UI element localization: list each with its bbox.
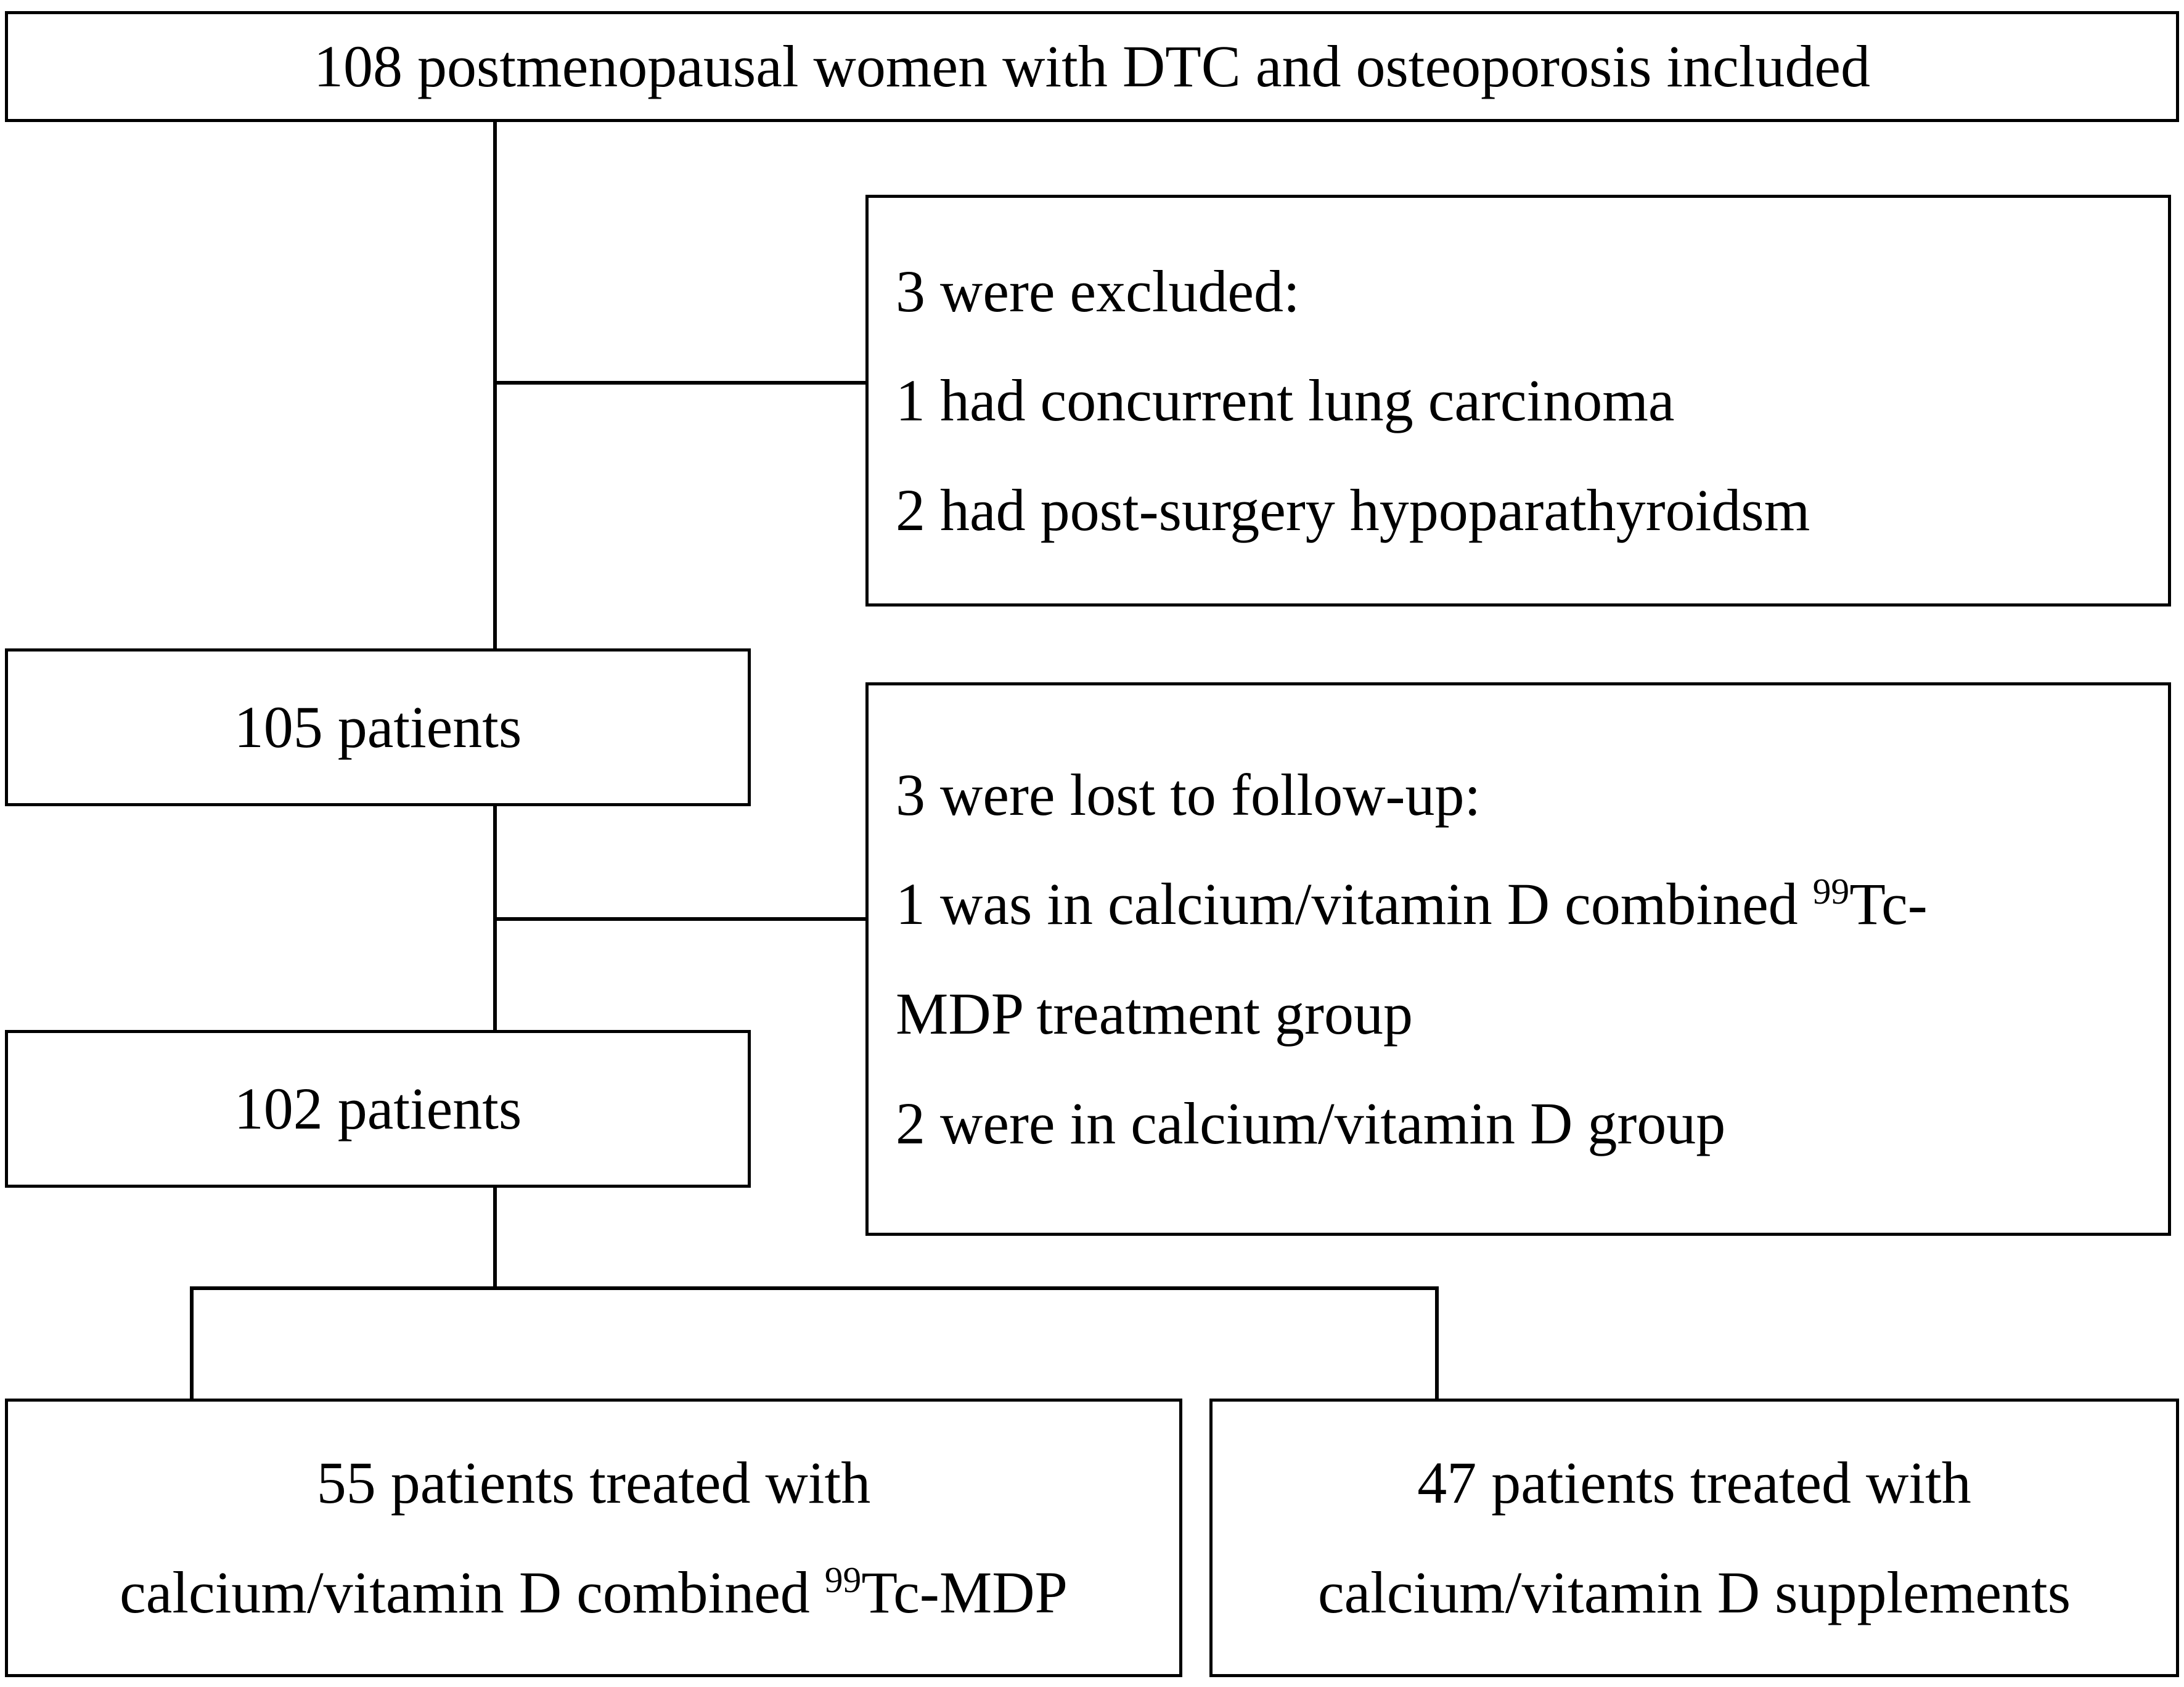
node-treatment-arm-line-2-text-a: calcium/vitamin D combined [120,1559,825,1625]
node-excluded-line-3: 2 had post-surgery hypoparathyroidsm [896,476,1810,543]
connector-drop-to-control-arm [1435,1286,1439,1401]
node-treatment-arm-line-2: calcium/vitamin D combined 99Tc-MDP [120,1538,1068,1648]
node-lost-line-3: MDP treatment group [896,981,1413,1047]
node-treatment-arm-line-1: 55 patients treated with [316,1450,871,1516]
node-treatment-arm-superscript: 99 [824,1559,862,1600]
node-after-exclusion-label: 105 patients [234,693,522,760]
node-treatment-arm-box: 55 patients treated with calcium/vitamin… [5,1399,1182,1677]
node-lost-line-1: 3 were lost to follow-up: [896,761,1481,828]
node-lost-line-2: 1 was in calcium/vitamin D combined 99Tc… [896,849,1928,959]
node-enrolled-label: 108 postmenopausal women with DTC and os… [313,33,1870,99]
node-after-followup-box: 102 patients [5,1030,751,1188]
node-lost-line-2-superscript: 99 [1812,871,1850,912]
connector-trunk-enrolled-to-105 [493,122,497,658]
node-control-arm-line-1: 47 patients treated with [1417,1450,1971,1516]
node-control-arm-line-2: calcium/vitamin D supplements [1317,1559,2071,1625]
connector-drop-to-treatment-arm [190,1286,194,1401]
node-excluded-line-1: 3 were excluded: [896,258,1300,324]
node-after-exclusion-box: 105 patients [5,648,751,806]
connector-trunk-102-to-split [493,1188,497,1290]
node-excluded-line-2: 1 had concurrent lung carcinoma [896,367,1675,434]
node-lost-line-2-text-a: 1 was in calcium/vitamin D combined [896,871,1813,937]
connector-branch-to-lost [493,917,867,921]
node-control-arm-box: 47 patients treated with calcium/vitamin… [1209,1399,2179,1677]
node-after-followup-label: 102 patients [234,1075,522,1142]
node-enrolled-box: 108 postmenopausal women with DTC and os… [5,11,2179,122]
node-excluded-box: 3 were excluded: 1 had concurrent lung c… [865,195,2171,607]
node-lost-line-4: 2 were in calcium/vitamin D group [896,1090,1726,1156]
connector-branch-to-excluded [493,381,867,385]
node-treatment-arm-line-2-text-b: Tc-MDP [861,1559,1068,1625]
node-lost-line-2-text-b: Tc- [1849,871,1928,937]
connector-split-bar [190,1286,1439,1290]
node-lost-box: 3 were lost to follow-up: 1 was in calci… [865,682,2171,1236]
